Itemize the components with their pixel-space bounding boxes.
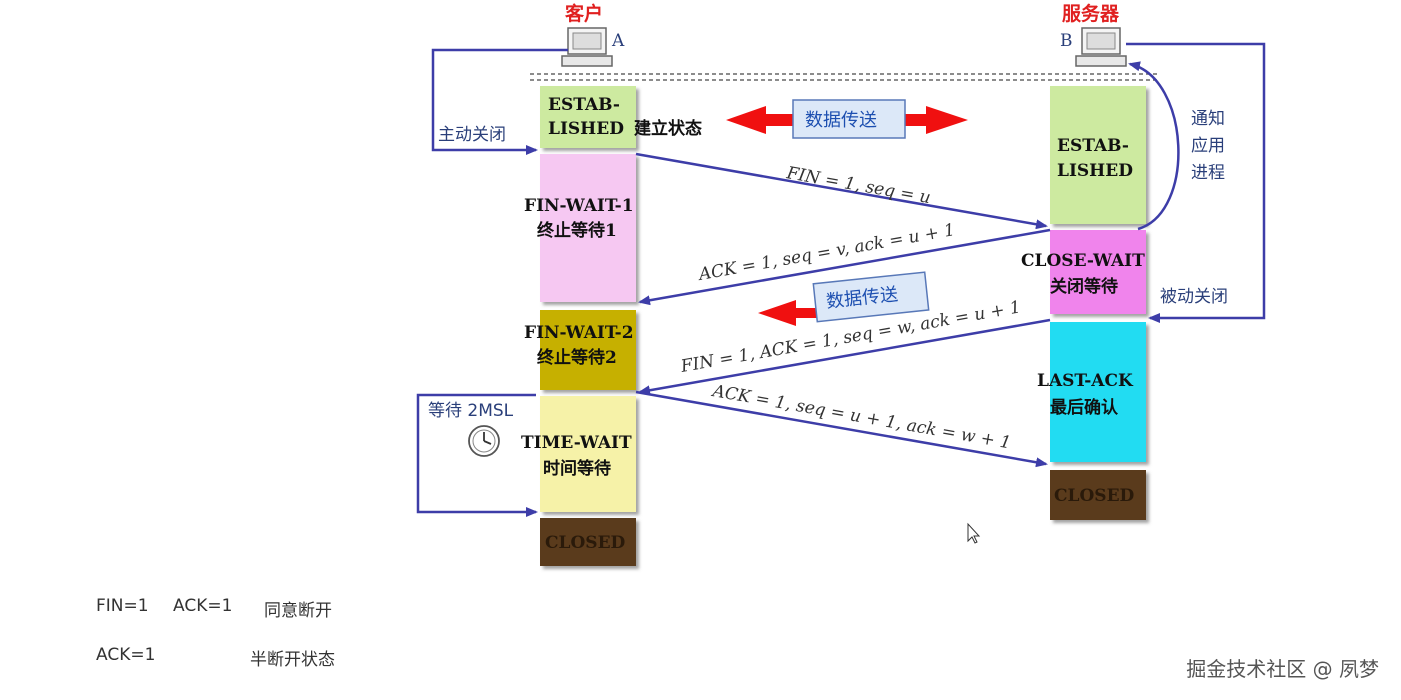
client-fin-wait-1-cn: 终止等待1 bbox=[537, 220, 617, 241]
server-last-ack-box bbox=[1050, 322, 1146, 462]
passive-close-label: 被动关闭 bbox=[1160, 287, 1228, 307]
notify-app-label-2: 应用 bbox=[1191, 136, 1225, 156]
client-fin-wait-2-box bbox=[540, 310, 636, 390]
server-close-wait-cn: 关闭等待 bbox=[1050, 276, 1118, 297]
client-closed-box bbox=[540, 518, 636, 566]
note-line-1-ack: ACK=1 bbox=[173, 596, 233, 616]
server-last-ack-cn: 最后确认 bbox=[1050, 397, 1119, 418]
active-close-label: 主动关闭 bbox=[438, 125, 506, 145]
client-established-suffix: 建立状态 bbox=[634, 118, 702, 139]
client-time-wait-cn: 时间等待 bbox=[543, 458, 611, 479]
wait-2msl-label: 等待 2MSL bbox=[428, 401, 514, 421]
client-fin-wait-2-label: FIN-WAIT-2 bbox=[524, 323, 634, 343]
server-close-wait-box bbox=[1050, 230, 1146, 314]
server-established-label-1: ESTAB- bbox=[1057, 136, 1129, 156]
client-time-wait-box bbox=[540, 396, 636, 512]
client-fin-wait-2-cn: 终止等待2 bbox=[537, 347, 617, 368]
msg-fin-label: FIN = 1, seq = u bbox=[784, 163, 932, 208]
server-close-wait-label: CLOSE-WAIT bbox=[1021, 251, 1145, 271]
server-host-letter: B bbox=[1060, 31, 1073, 51]
client-host-letter: A bbox=[611, 31, 625, 51]
active-close-loop-arrow bbox=[431, 48, 568, 155]
note-line-2-ack: ACK=1 bbox=[96, 645, 156, 665]
server-established-box bbox=[1050, 86, 1146, 224]
note-line-1-fin: FIN=1 bbox=[96, 596, 149, 616]
mouse-cursor-icon bbox=[967, 522, 981, 544]
client-time-wait-label: TIME-WAIT bbox=[521, 433, 632, 453]
client-established-label-1: ESTAB- bbox=[548, 95, 620, 115]
client-computer-icon bbox=[561, 27, 613, 67]
server-role-label: 服务器 bbox=[1062, 2, 1120, 25]
msg-fin-arrow bbox=[635, 152, 1048, 230]
server-last-ack-label: LAST-ACK bbox=[1037, 371, 1134, 391]
msg-fin-ack-arrow bbox=[638, 318, 1051, 396]
server-closed-box bbox=[1050, 470, 1146, 520]
watermark: 掘金技术社区 @ 夙梦 bbox=[1186, 657, 1379, 681]
client-fin-wait-1-box bbox=[540, 154, 636, 302]
note-line-2-desc: 半断开状态 bbox=[250, 650, 335, 670]
notify-app-label-3: 进程 bbox=[1191, 163, 1225, 183]
msg-final-ack-arrow bbox=[635, 390, 1048, 468]
notify-app-label-1: 通知 bbox=[1191, 109, 1225, 129]
msg-ack-arrow bbox=[638, 228, 1051, 306]
data-transfer-double-arrow: 数据传送 bbox=[726, 99, 968, 139]
client-established-box bbox=[540, 86, 636, 148]
client-role-label: 客户 bbox=[565, 2, 603, 25]
wait-2msl-loop-arrow bbox=[416, 393, 538, 517]
server-computer-icon bbox=[1075, 27, 1127, 67]
server-established-label-2: LISHED bbox=[1057, 161, 1133, 181]
note-line-1-desc: 同意断开 bbox=[264, 601, 332, 621]
passive-close-loop-arrow bbox=[1126, 42, 1266, 323]
notify-app-curve-arrow bbox=[1128, 61, 1180, 231]
client-established-label-2: LISHED bbox=[548, 119, 624, 139]
clock-icon bbox=[468, 425, 500, 457]
data-transfer-left-arrow: 数据传送 bbox=[758, 271, 930, 326]
data-transfer-label-top: 数据传送 bbox=[805, 110, 877, 131]
client-closed-label: CLOSED bbox=[545, 533, 626, 553]
server-closed-label: CLOSED bbox=[1054, 486, 1135, 506]
msg-final-ack-label: ACK = 1, seq = u + 1, ack = w + 1 bbox=[709, 381, 1012, 454]
client-fin-wait-1-label: FIN-WAIT-1 bbox=[524, 196, 634, 216]
